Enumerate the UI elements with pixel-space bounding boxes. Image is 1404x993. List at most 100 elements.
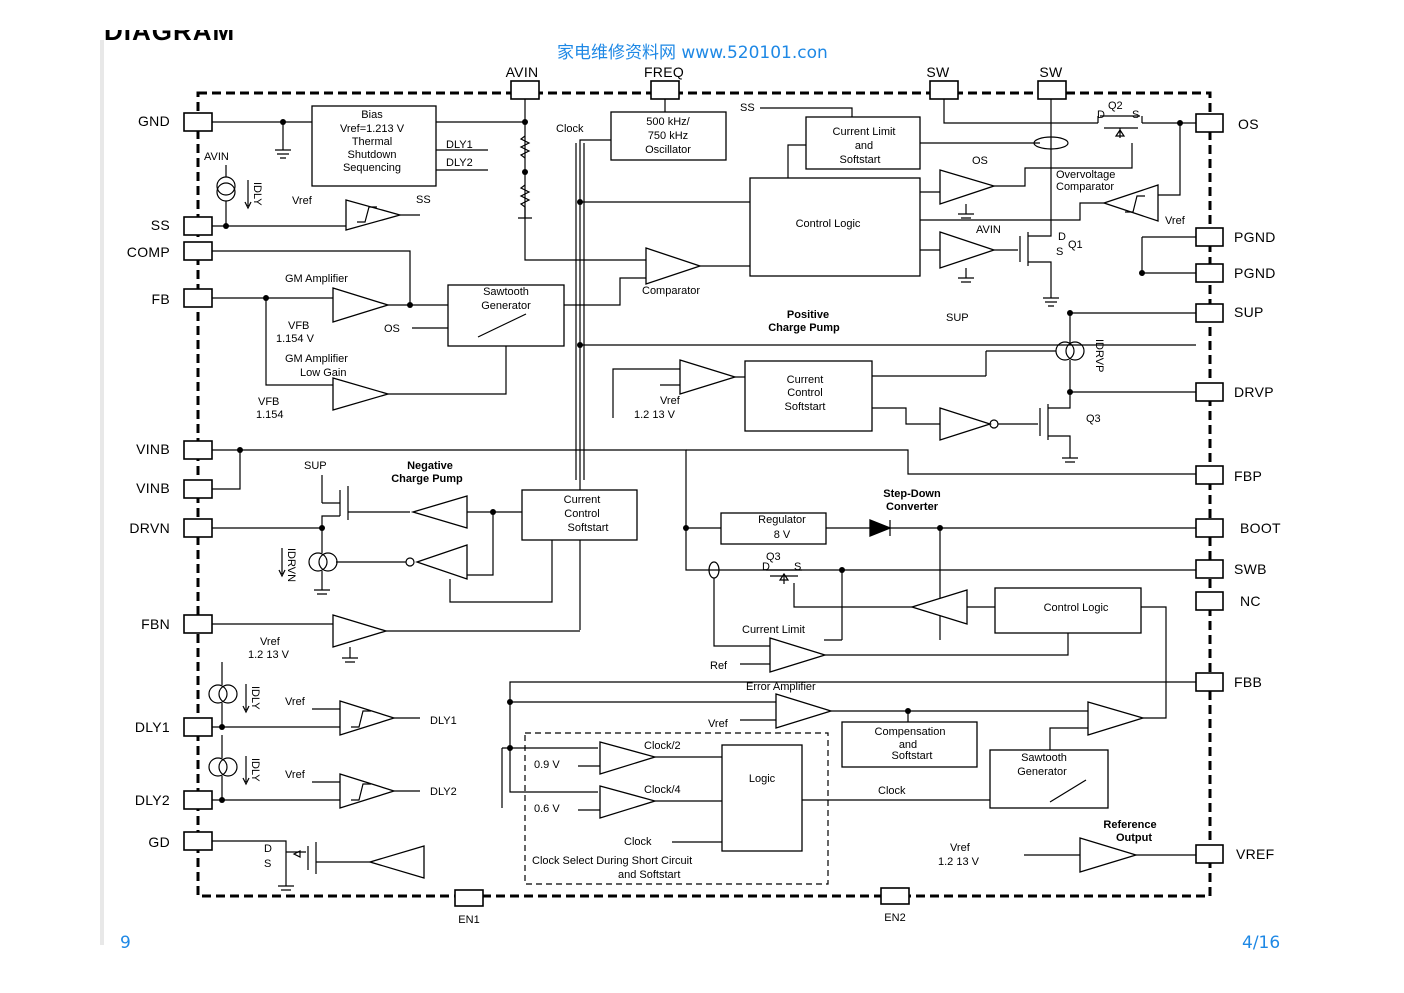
os-comparator xyxy=(939,169,997,205)
avin-src-label: AVIN xyxy=(204,151,229,163)
sup-node xyxy=(1067,310,1073,316)
q1-s-label: S xyxy=(1056,246,1063,258)
q1-mosfet xyxy=(1019,99,1059,307)
q1-label: Q1 xyxy=(1068,239,1083,251)
os-comparator-label: OS xyxy=(972,155,988,167)
pgnd-wires xyxy=(1141,236,1196,274)
ncp-wires xyxy=(466,511,522,576)
vref-fbn-val: 1.2 13 V xyxy=(248,649,290,661)
pin-fbn xyxy=(183,614,213,634)
sup-in-label: SUP xyxy=(946,312,969,324)
pin-fbp xyxy=(1195,465,1224,485)
pin-gnd xyxy=(183,112,213,132)
pin-gd xyxy=(183,831,213,851)
pin-label-sw-1: SW xyxy=(926,64,950,80)
vfb2-label: VFB xyxy=(258,396,279,408)
ov-label-2: Comparator xyxy=(1056,181,1114,193)
fbn-gnd xyxy=(342,647,358,663)
page-number-left: 9 xyxy=(120,933,131,953)
pin-label-swb: SWB xyxy=(1234,561,1267,577)
fbp-wire xyxy=(686,449,1196,475)
ov-comp-wires xyxy=(920,123,1181,221)
climit-bot-label: Current Limit xyxy=(742,624,805,636)
pin-boot xyxy=(1195,518,1224,538)
drvn-current-source-2 xyxy=(318,552,338,572)
fbb-wire xyxy=(509,681,1196,793)
q2-d-label: D xyxy=(1097,109,1105,121)
pin-label-os: OS xyxy=(1238,116,1259,132)
pin-pgnd-1 xyxy=(1195,227,1224,247)
clock-bus xyxy=(579,139,611,630)
pin-label-gd: GD xyxy=(148,834,170,850)
logic-clock-wires xyxy=(672,799,990,843)
pin-vinb-1 xyxy=(183,440,213,460)
err-amp-label: Error Amplifier xyxy=(746,681,816,693)
ref-out-title-2: Output xyxy=(1116,832,1152,844)
pin-label-fb: FB xyxy=(152,291,171,307)
top-pins: AVIN FREQ SW SW xyxy=(506,64,1067,100)
fb-wires xyxy=(212,297,448,306)
pin-label-boot: BOOT xyxy=(1240,520,1281,536)
dly2-in-label: DLY2 xyxy=(446,157,473,169)
vfb1-val: 1.154 V xyxy=(276,333,315,345)
ncp-title-2: Charge Pump xyxy=(391,473,463,485)
vfb2-val: 1.154 xyxy=(256,409,284,421)
regulator-block xyxy=(720,512,827,545)
fbb-node xyxy=(507,699,513,705)
comp-soft-3: Softstart xyxy=(892,750,933,762)
drvp-wires xyxy=(985,350,1196,393)
os-in-label: OS xyxy=(384,323,400,335)
ss-out-label: SS xyxy=(416,194,431,206)
drvn-current-source xyxy=(308,552,328,572)
resistor-1 xyxy=(519,135,531,159)
os-node xyxy=(1177,120,1183,126)
control-logic-top xyxy=(749,177,921,277)
q3-top-mosfet xyxy=(998,392,1078,463)
boot-diode xyxy=(869,519,892,537)
pin-label-gnd: GND xyxy=(138,113,170,129)
osc-line3: Oscillator xyxy=(645,144,691,156)
clock-saw-label: Clock xyxy=(878,785,906,797)
idrvn-label: IDRVN xyxy=(285,548,297,582)
dly2-hysteresis xyxy=(351,783,371,801)
dly1-current-source-2 xyxy=(218,684,238,704)
comp-soft-1: Compensation xyxy=(875,726,946,738)
left-margin-bar xyxy=(100,40,104,945)
control-logic-bot-label: Control Logic xyxy=(1044,602,1109,614)
drvp-current-source-2 xyxy=(1065,341,1085,361)
pin-nc xyxy=(1195,591,1224,611)
control-logic-bot xyxy=(994,587,1142,634)
pcp-ccs-wires xyxy=(872,375,986,425)
vref-out-label: Vref xyxy=(950,842,971,854)
pcp-ccs-1: Current xyxy=(787,374,824,386)
pin-label-dly1: DLY1 xyxy=(135,719,170,735)
pin-label-sw-2: SW xyxy=(1039,64,1063,80)
dly2-wires xyxy=(212,781,420,801)
gm-low-label-2: Low Gain xyxy=(300,367,346,379)
ov-label-1: Overvoltage xyxy=(1056,169,1115,181)
pwm-comp-bot xyxy=(1087,701,1146,736)
q3m-d-label: D xyxy=(762,561,770,573)
dly1-current-source xyxy=(208,684,228,704)
os-comp-wires xyxy=(920,143,1133,193)
pin-label-pgnd-1: PGND xyxy=(1234,229,1276,245)
gd-mosfet xyxy=(212,840,370,891)
osc-line2: 750 kHz xyxy=(648,130,688,142)
bias-line4: Shutdown xyxy=(348,149,397,161)
vref-out-val: 1.2 13 V xyxy=(938,856,980,868)
q1-driver-gnd xyxy=(958,268,974,283)
pin-ss xyxy=(183,216,213,236)
pin-label-vref: VREF xyxy=(1236,846,1275,862)
dly1-node xyxy=(219,724,225,730)
saw-top-line2: Generator xyxy=(481,300,531,312)
dly1-out-label: DLY1 xyxy=(430,715,457,727)
sup-ncp-label: SUP xyxy=(304,460,327,472)
pcp-current-control xyxy=(744,360,873,432)
sawtooth-ramp-bot xyxy=(1049,779,1087,803)
ncp-title-1: Negative xyxy=(407,460,453,472)
q3-mid-mosfet xyxy=(766,569,912,608)
clksel-node xyxy=(507,745,513,751)
avin-q1-label: AVIN xyxy=(976,224,1001,236)
comp-06v xyxy=(599,785,658,819)
sup-wire xyxy=(1069,312,1196,343)
